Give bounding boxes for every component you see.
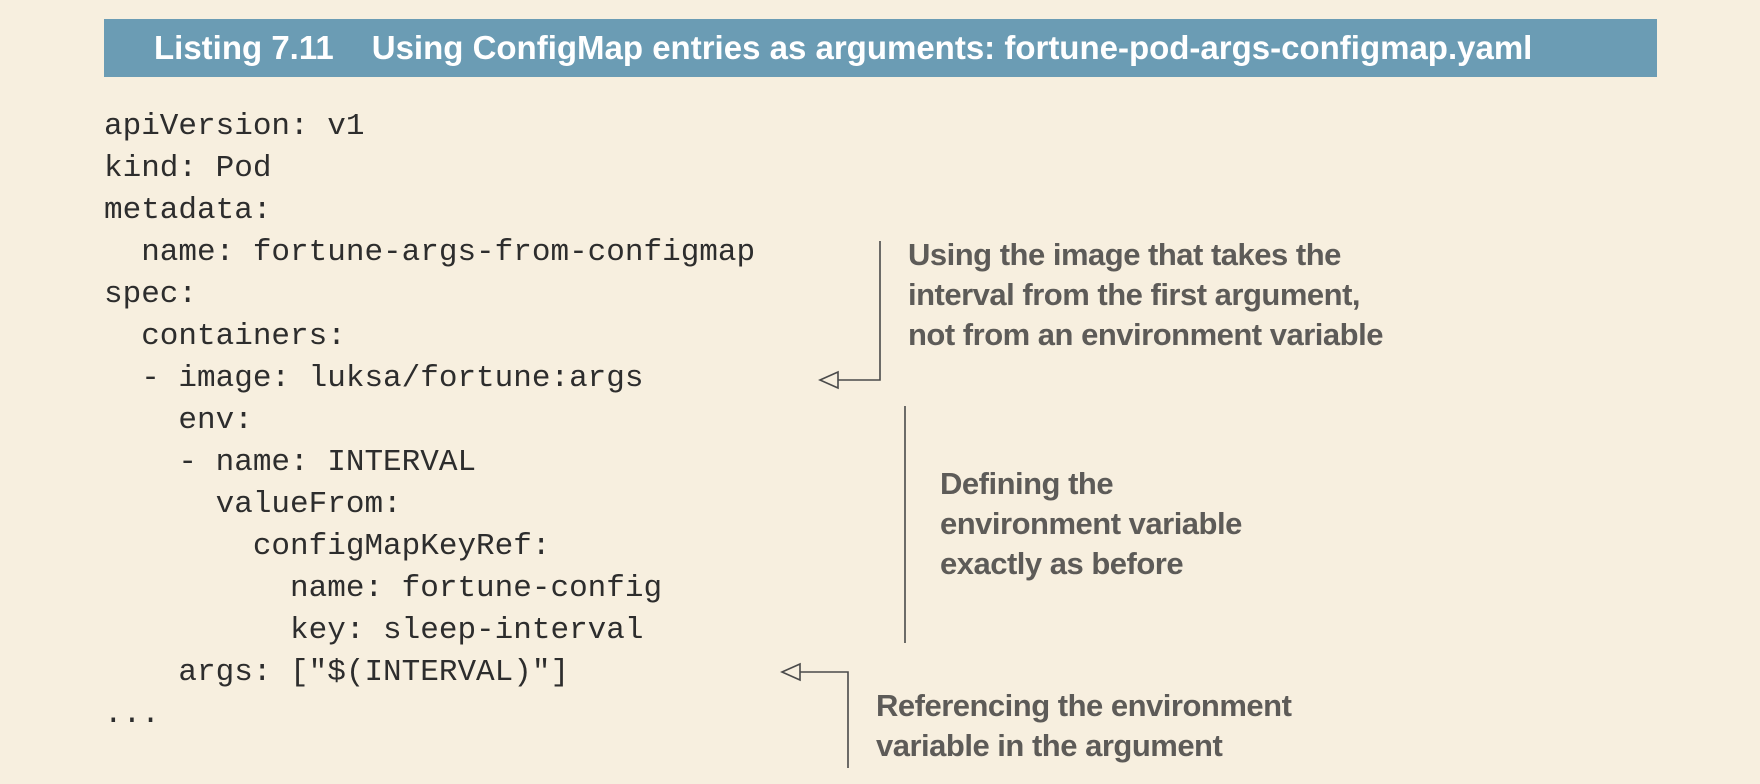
annotation-line: Referencing the environment xyxy=(876,688,1292,723)
code-line: ... xyxy=(104,697,160,732)
listing-number: Listing 7.11 xyxy=(154,29,334,66)
code-line: args: ["$(INTERVAL)"] xyxy=(104,655,570,690)
code-line: env: xyxy=(104,403,253,438)
listing-title: Using ConfigMap entries as arguments: fo… xyxy=(371,29,1533,66)
code-line: name: fortune-config xyxy=(104,571,663,606)
callout-arrow-image xyxy=(838,241,881,381)
code-line: configMapKeyRef: xyxy=(104,529,551,564)
code-line: valueFrom: xyxy=(104,487,402,522)
annotation-line: variable in the argument xyxy=(876,728,1223,763)
code-line: spec: xyxy=(104,277,198,312)
code-line: apiVersion: v1 xyxy=(104,109,365,144)
annotation-line: Defining the xyxy=(940,466,1114,501)
annotation-image: Using the image that takes the interval … xyxy=(908,235,1383,355)
annotation-line: not from an environment variable xyxy=(908,317,1383,352)
code-line: containers: xyxy=(104,319,346,354)
annotation-args: Referencing the environment variable in … xyxy=(876,686,1292,766)
annotation-env: Defining the environment variable exactl… xyxy=(940,464,1242,584)
arrowhead-icon xyxy=(818,370,839,390)
code-line: name: fortune-args-from-configmap xyxy=(104,235,756,270)
code-line: - image: luksa/fortune:args xyxy=(104,361,644,396)
code-line: key: sleep-interval xyxy=(104,613,644,648)
annotation-line: environment variable xyxy=(940,506,1242,541)
annotation-line: interval from the first argument, xyxy=(908,277,1361,312)
listing-header: Listing 7.11 Using ConfigMap entries as a… xyxy=(104,19,1657,77)
code-block: apiVersion: v1 kind: Pod metadata: name:… xyxy=(104,106,755,736)
code-line: kind: Pod xyxy=(104,151,272,186)
annotation-line: exactly as before xyxy=(940,546,1184,581)
callout-arrow-args xyxy=(800,671,849,768)
arrowhead-icon xyxy=(780,662,801,682)
annotation-line: Using the image that takes the xyxy=(908,237,1341,272)
code-line: metadata: xyxy=(104,193,272,228)
code-line: - name: INTERVAL xyxy=(104,445,477,480)
